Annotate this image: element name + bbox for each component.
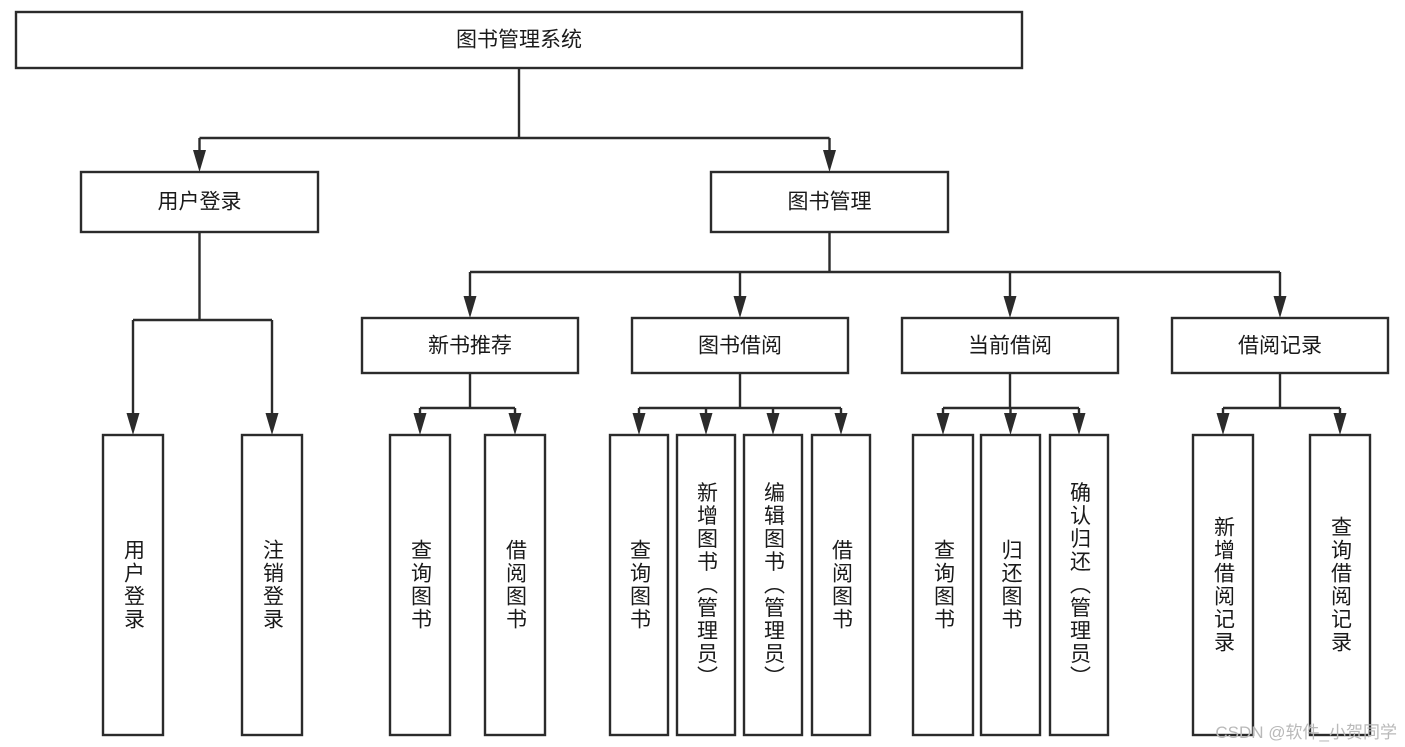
node-leaf-return-book-label: 归还图书 — [999, 539, 1023, 631]
arrow-head-leaf-user-login — [126, 413, 140, 435]
node-current-borrow-label: 当前借阅 — [968, 335, 1052, 358]
node-leaf-confirm-return-admin-box[interactable] — [1048, 433, 1110, 737]
node-leaf-edit-book-admin-box[interactable] — [742, 433, 804, 737]
node-user-login-label: 用户登录 — [158, 191, 242, 214]
node-leaf-add-borrow-record-box[interactable] — [1191, 433, 1255, 737]
node-new-book-recommend[interactable]: 新书推荐 — [360, 316, 580, 375]
arrow-head-leaf-query-book-current — [936, 413, 950, 435]
arrow-head-leaf-add-book-admin — [699, 413, 713, 435]
node-leaf-query-borrow-record[interactable]: 查询借阅记录 — [1308, 433, 1372, 737]
connector-layer — [126, 68, 1347, 435]
node-leaf-query-book-recommend-box[interactable] — [388, 433, 452, 737]
node-root-label: 图书管理系统 — [456, 29, 582, 52]
arrow-head-leaf-query-book-borrow — [632, 413, 646, 435]
node-user-login-box[interactable] — [79, 170, 320, 234]
arrow-head-new-book-recommend — [463, 296, 477, 318]
node-borrow-record-label: 借阅记录 — [1238, 335, 1322, 358]
node-leaf-query-book-current-label: 查询图书 — [932, 539, 956, 631]
node-leaf-logout-box[interactable] — [240, 433, 304, 737]
node-leaf-query-borrow-record-label: 查询借阅记录 — [1329, 516, 1353, 654]
arrow-head-leaf-edit-book-admin — [766, 413, 780, 435]
node-leaf-add-book-admin-box[interactable] — [675, 433, 737, 737]
arrow-head-leaf-query-book-recommend — [413, 413, 427, 435]
node-leaf-add-book-admin-label: 新增图书（管理员） — [695, 482, 719, 689]
node-leaf-edit-book-admin-label: 编辑图书（管理员） — [762, 482, 786, 689]
node-leaf-logout[interactable]: 注销登录 — [240, 433, 304, 737]
node-root[interactable]: 图书管理系统 — [14, 10, 1024, 70]
node-leaf-borrow-book-recommend-box[interactable] — [483, 433, 547, 737]
node-leaf-return-book[interactable]: 归还图书 — [979, 433, 1042, 737]
node-borrow-record-box[interactable] — [1170, 316, 1390, 375]
node-current-borrow-box[interactable] — [900, 316, 1120, 375]
arrow-head-leaf-query-borrow-record — [1333, 413, 1347, 435]
node-borrow-record[interactable]: 借阅记录 — [1170, 316, 1390, 375]
node-leaf-query-book-borrow-label: 查询图书 — [628, 539, 652, 631]
arrow-head-leaf-add-borrow-record — [1216, 413, 1230, 435]
node-leaf-query-borrow-record-box[interactable] — [1308, 433, 1372, 737]
node-leaf-edit-book-admin[interactable]: 编辑图书（管理员） — [742, 433, 804, 737]
node-leaf-borrow-book[interactable]: 借阅图书 — [810, 433, 872, 737]
arrow-head-current-borrow — [1003, 296, 1017, 318]
node-leaf-query-book-borrow-box[interactable] — [608, 433, 670, 737]
node-leaf-user-login-label: 用户登录 — [122, 539, 146, 631]
node-leaf-confirm-return-admin-label: 确认归还（管理员） — [1068, 482, 1092, 689]
node-book-borrow[interactable]: 图书借阅 — [630, 316, 850, 375]
node-book-manage-box[interactable] — [709, 170, 950, 234]
arrow-head-book-manage — [823, 150, 836, 172]
node-leaf-add-borrow-record-label: 新增借阅记录 — [1212, 516, 1236, 654]
node-layer: 图书管理系统 用户登录 图书管理 新书推荐 图书借阅 — [14, 10, 1390, 737]
node-root-box[interactable] — [14, 10, 1024, 70]
node-leaf-borrow-book-label: 借阅图书 — [830, 539, 854, 631]
node-new-book-recommend-label: 新书推荐 — [428, 335, 512, 358]
arrow-head-user-login — [193, 150, 206, 172]
node-leaf-query-book-current[interactable]: 查询图书 — [911, 433, 975, 737]
node-leaf-query-book-borrow[interactable]: 查询图书 — [608, 433, 670, 737]
node-current-borrow[interactable]: 当前借阅 — [900, 316, 1120, 375]
arrow-head-leaf-logout — [265, 413, 279, 435]
node-leaf-user-login[interactable]: 用户登录 — [101, 433, 165, 737]
node-book-borrow-box[interactable] — [630, 316, 850, 375]
node-leaf-borrow-book-recommend[interactable]: 借阅图书 — [483, 433, 547, 737]
node-user-login[interactable]: 用户登录 — [79, 170, 320, 234]
node-leaf-query-book-recommend-label: 查询图书 — [409, 539, 433, 631]
node-leaf-query-book-recommend[interactable]: 查询图书 — [388, 433, 452, 737]
arrow-head-leaf-confirm-return-admin — [1072, 413, 1086, 435]
node-book-manage[interactable]: 图书管理 — [709, 170, 950, 234]
node-leaf-borrow-book-recommend-label: 借阅图书 — [504, 539, 528, 631]
node-leaf-borrow-book-box[interactable] — [810, 433, 872, 737]
arrow-head-book-borrow — [733, 296, 747, 318]
node-leaf-add-borrow-record[interactable]: 新增借阅记录 — [1191, 433, 1255, 737]
node-leaf-return-book-box[interactable] — [979, 433, 1042, 737]
node-book-borrow-label: 图书借阅 — [698, 335, 782, 358]
node-leaf-add-book-admin[interactable]: 新增图书（管理员） — [675, 433, 737, 737]
node-leaf-query-book-current-box[interactable] — [911, 433, 975, 737]
node-book-manage-label: 图书管理 — [788, 191, 872, 214]
node-new-book-recommend-box[interactable] — [360, 316, 580, 375]
node-leaf-user-login-box[interactable] — [101, 433, 165, 737]
node-leaf-confirm-return-admin[interactable]: 确认归还（管理员） — [1048, 433, 1110, 737]
arrow-head-leaf-borrow-book-recommend — [508, 413, 522, 435]
node-leaf-logout-label: 注销登录 — [261, 539, 285, 631]
arrow-head-leaf-borrow-book — [834, 413, 848, 435]
csdn-watermark: CSDN @软件_小贺同学 — [1215, 723, 1397, 742]
arrow-head-leaf-return-book — [1004, 413, 1017, 435]
arrow-head-borrow-record — [1273, 296, 1287, 318]
